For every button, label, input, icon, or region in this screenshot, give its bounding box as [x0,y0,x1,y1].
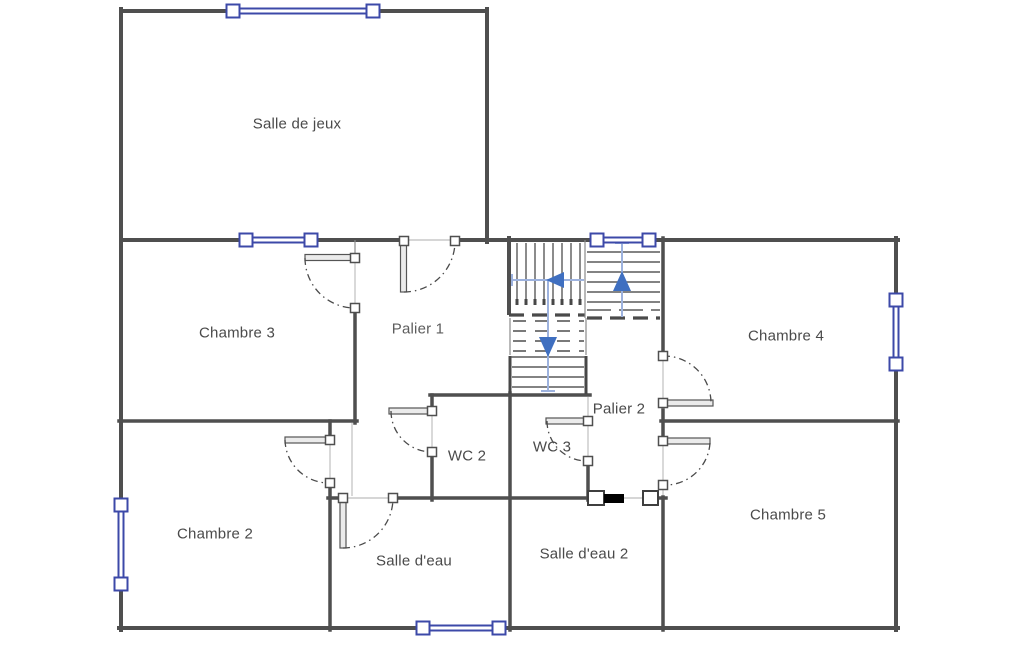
room-label-salle-deau-2: Salle d'eau 2 [539,545,629,563]
window-chambre-4 [888,292,904,372]
window-salle-de-jeux-bottom [238,232,319,248]
sliding-door-salle-deau-2 [587,490,659,506]
door-chambre-4 [662,355,714,407]
room-label-chambre-5: Chambre 5 [749,506,827,524]
room-label-palier-1: Palier 1 [391,320,445,338]
window-staircase [589,232,657,248]
door-chambre-5 [662,437,711,486]
window-chambre-2 [113,497,129,592]
window-salle-de-jeux-top [225,3,381,19]
stair-arrow-down-icon [539,337,557,357]
door-salle-de-jeux [399,242,456,293]
stair-direction-path [511,242,631,392]
door-chambre-3 [304,253,356,309]
room-label-palier-2: Palier 2 [592,400,646,418]
room-label-wc-2: WC 2 [447,447,487,465]
room-label-chambre-2: Chambre 2 [176,525,254,543]
room-label-chambre-3: Chambre 3 [198,324,276,342]
stair-arrow-left-icon [546,272,564,288]
room-label-chambre-4: Chambre 4 [747,327,825,345]
stair-arrow-up-icon [613,271,631,291]
room-label-salle-de-jeux: Salle de jeux [252,115,342,133]
room-label-wc-3: WC 3 [532,438,572,456]
doors [284,235,714,549]
door-openings [329,239,664,499]
exterior-walls [117,7,900,632]
door-salle-deau [339,497,394,549]
staircase [507,236,660,394]
door-jambs [324,235,669,504]
room-label-salle-deau: Salle d'eau [376,552,452,570]
door-chambre-2 [284,436,331,484]
door-wc-2 [388,407,433,453]
windows [113,3,904,636]
window-salle-deau-bottom [415,620,507,636]
